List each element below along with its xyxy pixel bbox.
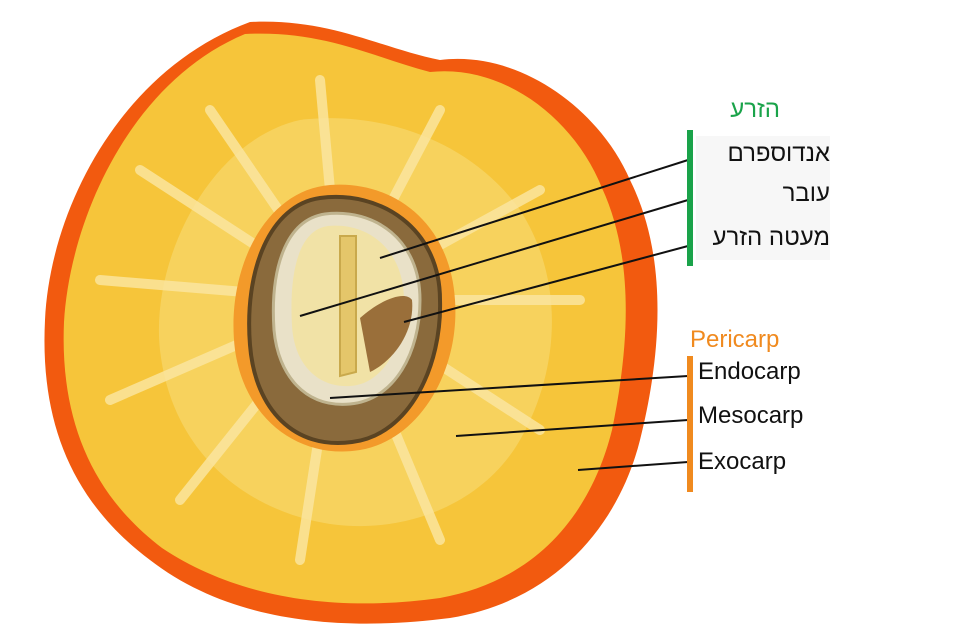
seed-labels-backdrop — [696, 136, 830, 260]
leader-endocarp — [329, 375, 689, 399]
leader-seed-coat — [403, 245, 689, 323]
pericarp-group-title: Pericarp — [690, 326, 780, 353]
leader-embryo — [299, 199, 689, 317]
seed-coat-flap — [360, 296, 413, 372]
pericarp-label-endocarp: Endocarp — [698, 358, 801, 385]
pericarp-label-mesocarp: Mesocarp — [698, 402, 804, 429]
leader-endosperm — [379, 159, 689, 259]
pericarp-group-bar — [687, 356, 693, 492]
pericarp-label-exocarp: Exocarp — [698, 448, 787, 475]
embryo — [339, 235, 357, 378]
seed-group-title: הזרע — [730, 96, 780, 123]
leader-mesocarp — [455, 419, 689, 437]
seed-label-seed-coat: מעטה הזרע — [712, 224, 830, 251]
leader-lines — [299, 159, 689, 471]
seed-label-embryo: עובר — [782, 180, 830, 207]
leader-exocarp — [577, 461, 689, 471]
seed-label-endosperm: אנדוספרם — [727, 140, 830, 167]
seed-group-bar — [687, 130, 693, 266]
